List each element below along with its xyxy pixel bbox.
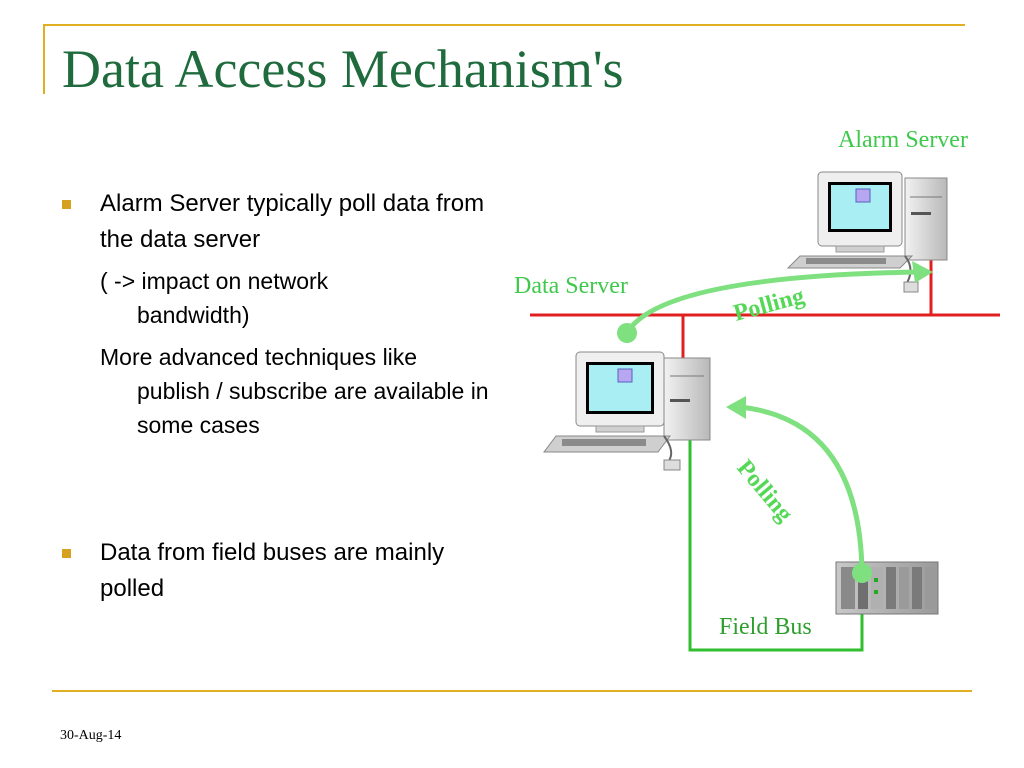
sub-item-continuation: bandwidth): [137, 302, 250, 328]
polling-label-side: Polling: [731, 455, 797, 527]
sub-item-first-line: More advanced techniques like: [100, 344, 418, 370]
polling-arrow-side: [726, 396, 872, 583]
data-server-computer-icon: [543, 351, 711, 471]
bullet-square-icon: [62, 200, 71, 209]
footer-date: 30-Aug-14: [60, 728, 122, 743]
title-frame-left-line: [43, 24, 45, 94]
bullet-square-icon: [62, 549, 71, 558]
alarm-server-label: Alarm Server: [838, 127, 968, 153]
bullet-text: Alarm Server typically poll data from th…: [100, 190, 485, 253]
sub-item-first-line: ( -> impact on network: [100, 268, 329, 294]
field-bus-label: Field Bus: [719, 614, 812, 640]
network-bus: [530, 260, 1000, 362]
polling-label-top: Polling: [731, 283, 807, 327]
bullet-item-alarm-server: Alarm Server typically poll data from th…: [62, 186, 502, 258]
data-server-label: Data Server: [514, 273, 628, 299]
sub-item-continuation: publish / subscribe are available in som…: [137, 378, 489, 438]
field-bus-plc-rack-icon: [835, 561, 939, 615]
footer-divider: [52, 690, 972, 692]
alarm-server-computer-icon: [786, 171, 948, 293]
bullet-text: Data from field buses are mainly polled: [100, 539, 445, 602]
field-bus-line: [688, 440, 864, 652]
slide-title: Data Access Mechanism's: [62, 39, 624, 99]
sub-item-network-impact: ( -> impact on network bandwidth): [100, 264, 500, 332]
bullet-item-field-buses: Data from field buses are mainly polled: [62, 535, 502, 607]
polling-arrow-top: [617, 261, 933, 343]
sub-item-advanced-techniques: More advanced techniques like publish / …: [100, 340, 500, 442]
title-frame-top-line: [43, 24, 965, 26]
